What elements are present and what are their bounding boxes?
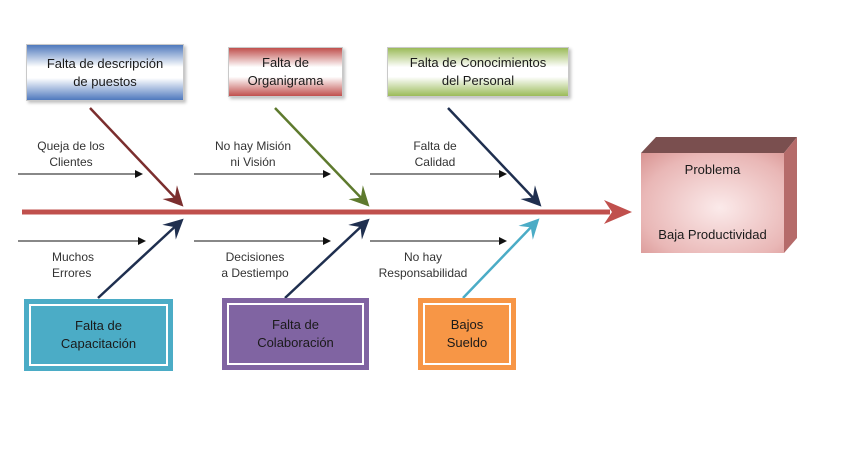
cause-arrow-colaboracion	[284, 218, 370, 299]
cause-box-descripcion-puestos: Falta de descripción de puestos	[26, 44, 184, 101]
cause-label-line1: Bajos	[450, 317, 484, 332]
subcause-line1: Decisiones	[225, 250, 285, 264]
cause-arrow-organigrama	[274, 107, 370, 207]
cause-label-line2: Organigrama	[247, 73, 324, 88]
spine-arrowhead	[604, 200, 632, 224]
subcause-line1: Falta de	[413, 139, 457, 153]
cause-label-line1: Falta de	[272, 317, 319, 332]
cause-label-line1: Falta de Conocimientos	[409, 55, 547, 70]
cause-label-line1: Falta de	[75, 318, 122, 333]
subcause-line1: Muchos	[52, 250, 95, 264]
cause-arrow-descripcion	[89, 107, 184, 207]
subcause-line2: a Destiempo	[221, 266, 289, 280]
cause-arrow-sueldo	[462, 218, 540, 299]
cause-label-line2: Colaboración	[257, 335, 334, 350]
cause-box-colaboracion: Falta de Colaboración	[222, 298, 369, 370]
cause-label-line2: Capacitación	[60, 336, 137, 351]
cause-label-line2: de puestos	[73, 73, 137, 89]
subcause-line2: Clientes	[49, 155, 93, 169]
problem-title: Problema	[684, 162, 741, 177]
subcause-decisiones-destiempo: Decisiones a Destiempo	[200, 249, 310, 281]
cause-arrow-conocimientos	[447, 107, 542, 207]
subcause-line1: Queja de los	[37, 139, 105, 153]
cause-label-line2: del Personal	[441, 73, 515, 88]
cause-box-conocimientos: Falta de Conocimientos del Personal	[387, 47, 569, 97]
subcause-calidad: Falta de Calidad	[395, 138, 475, 170]
subcause-line1: No hay Misión	[214, 139, 292, 153]
problem-box-side-face	[784, 137, 797, 253]
subcause-line2: ni Visión	[230, 155, 276, 169]
subcause-line2: Responsabilidad	[378, 266, 468, 280]
subcause-line2: Errores	[52, 266, 92, 280]
cause-label-line2: Sueldo	[446, 335, 488, 350]
cause-box-capacitacion: Falta de Capacitación	[24, 299, 173, 371]
subcause-line1: No hay	[403, 250, 443, 264]
cause-box-organigrama: Falta de Organigrama	[228, 47, 343, 97]
cause-label-line1: Falta de	[262, 55, 309, 70]
problem-box-front	[641, 153, 784, 253]
problem-effect: Baja Productividad	[658, 227, 767, 242]
subcause-mision-vision: No hay Misión ni Visión	[203, 138, 303, 170]
cause-arrow-capacitacion	[97, 218, 184, 299]
problem-box-top-face	[641, 137, 797, 153]
cause-label-line1: Falta de descripción	[46, 55, 164, 71]
subcause-line2: Calidad	[414, 155, 456, 169]
